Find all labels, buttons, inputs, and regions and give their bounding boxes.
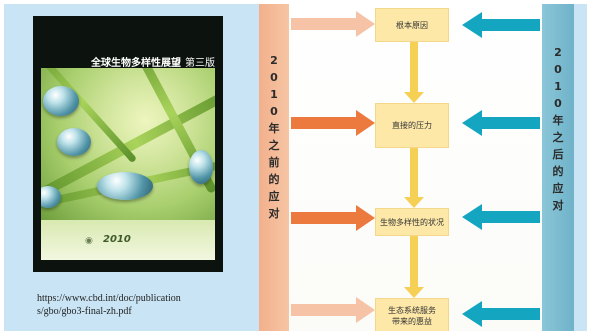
box-ecosystem-services-label-2: 带来的惠益 [392, 316, 432, 326]
down-arrow [404, 40, 424, 103]
post-2010-band [542, 4, 574, 331]
slide: 全球生物多样性展望第三版 ◉ 2010 https://www.cbd.int/… [4, 4, 587, 331]
vertical-label-char: 后 [552, 148, 564, 161]
vertical-label-char: 的 [268, 173, 280, 186]
orange-arrow [291, 205, 375, 231]
box-biodiversity-state: 生物多样性的状况 [375, 208, 449, 236]
vertical-label-char: 1 [554, 80, 562, 93]
pre-2010-band [259, 4, 289, 331]
arrows-layer [291, 11, 540, 327]
vertical-label-char: 之 [268, 139, 280, 152]
vertical-label-char: 前 [268, 156, 280, 169]
water-droplet [189, 150, 213, 184]
box-root-causes-label: 根本原因 [396, 20, 428, 30]
vertical-label-char: 的 [552, 165, 564, 178]
vertical-label-char: 0 [554, 97, 562, 110]
box-biodiversity-state-label: 生物多样性的状况 [380, 217, 444, 227]
post-2010-label: 2 0 1 0 年之后的应对 [549, 44, 567, 214]
blue-arrow [462, 301, 540, 327]
book-cover-image: 全球生物多样性展望第三版 ◉ 2010 [33, 16, 223, 272]
water-droplet [43, 86, 79, 116]
vertical-label-char: 年 [552, 114, 564, 127]
vertical-label-char: 年 [268, 122, 280, 135]
vertical-label-char: 对 [268, 207, 280, 220]
vertical-label-char: 2 [270, 54, 278, 67]
box-direct-pressures-label: 直接的压力 [392, 121, 432, 130]
box-root-causes: 根本原因 [375, 8, 449, 42]
box-direct-pressures: 直接的压力 [375, 103, 449, 148]
vertical-label-char: 对 [552, 199, 564, 212]
vertical-label-char: 0 [270, 71, 278, 84]
vertical-label-char: 0 [270, 105, 278, 118]
source-url: https://www.cbd.int/doc/publication s/gb… [37, 292, 232, 318]
cover-logo: 2010 [103, 234, 131, 245]
vertical-label-char: 应 [268, 190, 280, 203]
vertical-label-char: 1 [270, 88, 278, 101]
water-droplet [57, 128, 91, 156]
vertical-label-char: 0 [554, 63, 562, 76]
pale-orange-arrow [291, 11, 375, 37]
source-url-line-1: https://www.cbd.int/doc/publication [37, 293, 181, 304]
down-arrow [404, 234, 424, 298]
box-ecosystem-services-label-1: 生态系统服务 [388, 305, 436, 315]
vertical-label-char: 2 [554, 46, 562, 59]
blue-arrow [462, 12, 540, 38]
water-droplet [97, 172, 153, 200]
water-droplet [41, 186, 61, 208]
source-url-line-2: s/gbo/gbo3-final-zh.pdf [37, 306, 132, 317]
blue-arrow [462, 204, 540, 230]
cover-edition: 第三版 [185, 58, 215, 69]
vertical-label-char: 之 [552, 131, 564, 144]
orange-arrow [291, 110, 375, 136]
vertical-label-char: 应 [552, 182, 564, 195]
pre-2010-label: 2 0 1 0 年之前的应对 [265, 52, 283, 222]
cover-artwork [41, 68, 215, 220]
down-arrow [404, 146, 424, 208]
un-logo-icon: ◉ [85, 236, 93, 246]
cover-footer: ◉ 2010 [41, 220, 215, 260]
pale-orange-arrow [291, 297, 375, 323]
box-ecosystem-services: 生态系统服务 带来的惠益 [375, 298, 449, 331]
cover-title: 全球生物多样性展望第三版 [91, 58, 215, 69]
blue-arrow [462, 110, 540, 136]
